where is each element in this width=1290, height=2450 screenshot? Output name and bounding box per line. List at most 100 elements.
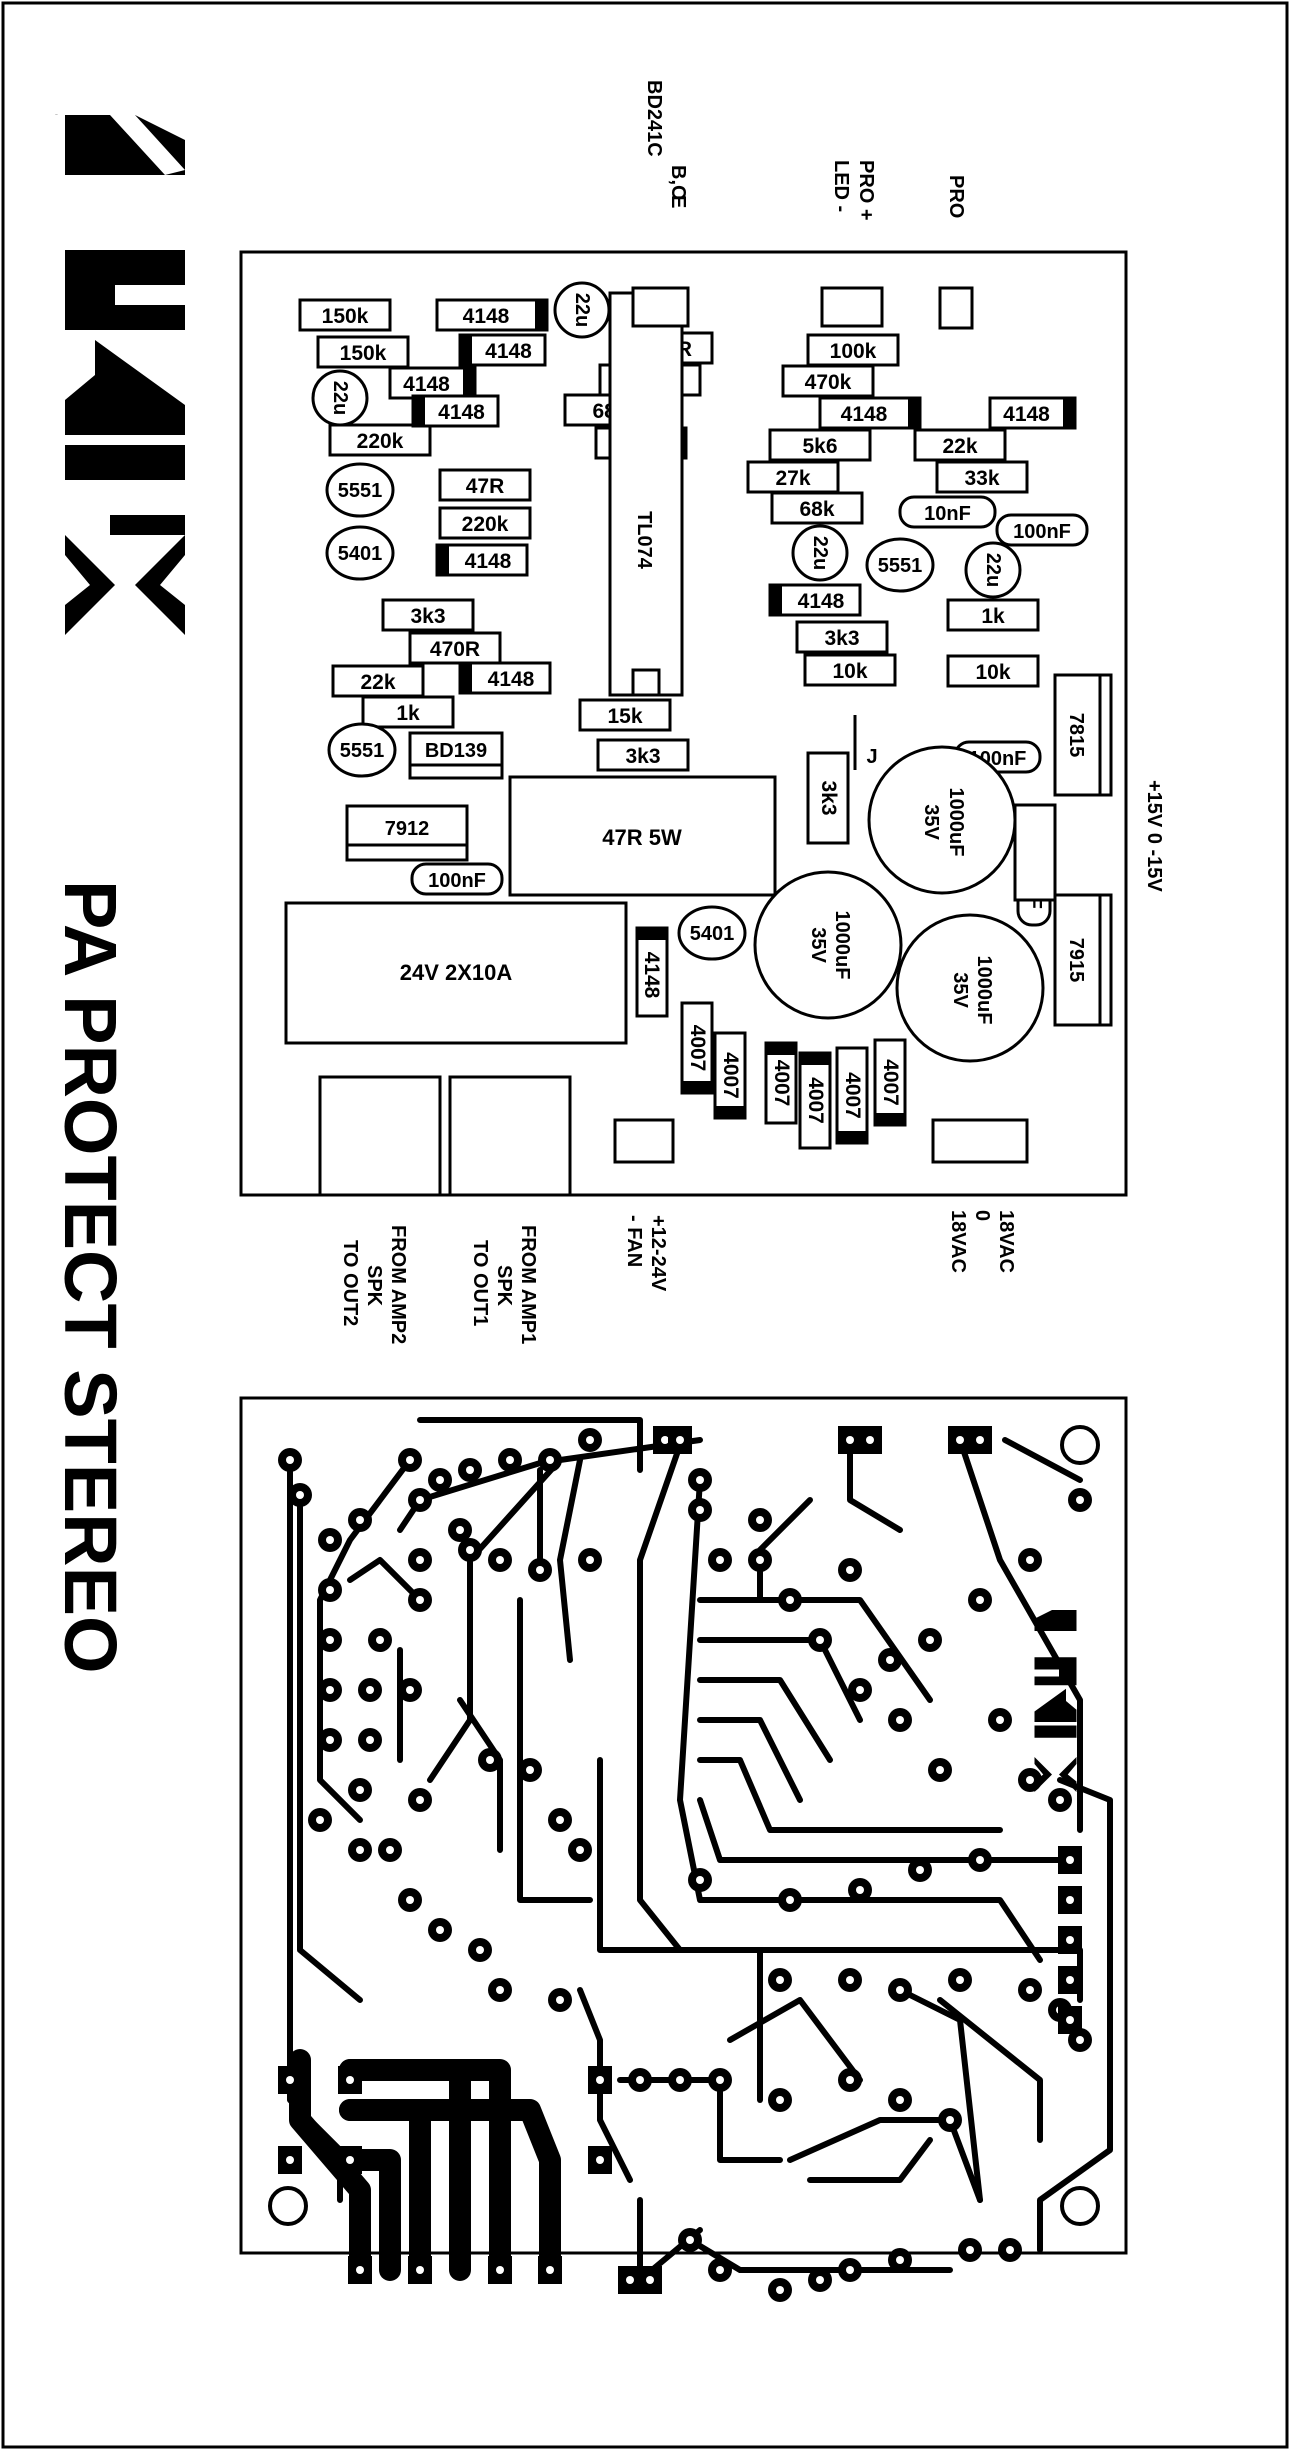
electrolytic-small xyxy=(311,369,369,427)
film-cap xyxy=(898,495,997,529)
resistor-value: 1k xyxy=(981,605,1005,628)
diode-body xyxy=(635,926,669,1018)
cap-value: 100nF xyxy=(1013,521,1071,543)
label-0v: 0 xyxy=(971,1210,993,1221)
diode-body xyxy=(435,298,549,332)
resistor-value: 220k xyxy=(462,513,509,536)
diode-value: 4007 xyxy=(719,1052,742,1099)
reg-7912 xyxy=(345,804,469,862)
mount-hole-tr xyxy=(1060,1425,1100,1465)
resistor-body xyxy=(770,491,864,525)
terminal-out2 xyxy=(318,1075,442,1197)
mount-hole-bl xyxy=(268,2186,308,2226)
resistor-value: 470R xyxy=(430,638,480,661)
mount-hole-br xyxy=(1060,2186,1100,2226)
resistor-value: 100k xyxy=(830,340,877,363)
tl074-label: TL074 xyxy=(633,511,655,570)
diode-value: 4148 xyxy=(403,373,450,396)
tl074-body xyxy=(608,291,684,697)
transistor-value: 5551 xyxy=(878,555,923,577)
reg-7912-label: 7912 xyxy=(385,818,430,840)
diode-body xyxy=(768,583,862,617)
diode-value: 4007 xyxy=(686,1025,709,1072)
resistor-value: 3k3 xyxy=(824,627,859,650)
resistor-group: 150k150k220k47R220k3k3470R22k1k150R1k568… xyxy=(298,298,1040,845)
diode-body xyxy=(458,333,547,367)
resistor-body xyxy=(438,506,532,540)
label-from-amp1: FROM AMP1 xyxy=(517,1225,539,1344)
transistor-value: 5551 xyxy=(338,480,383,502)
diode-value: 4007 xyxy=(879,1059,902,1106)
resistor-value: 470k xyxy=(805,371,852,394)
transistor-value: BD139 xyxy=(425,740,487,762)
resistor-value: 27k xyxy=(775,467,810,490)
resistor-body xyxy=(806,333,900,367)
copper-pads xyxy=(278,1426,1092,2302)
diode-body xyxy=(988,396,1077,430)
bulk-cap-1-voltage: 35V xyxy=(920,804,942,840)
bulk-cap-3-value: 1000uF xyxy=(973,956,995,1025)
electrolytic-group: 1000uF 35V 1000uF 35V 1000uF 35V xyxy=(753,745,1045,1063)
resistor-value: 220k xyxy=(357,430,404,453)
cap-value: 22u xyxy=(571,293,593,327)
diode-body xyxy=(435,543,529,577)
label-led-minus: LED - xyxy=(830,160,852,212)
logo-text: APEX xyxy=(55,113,58,116)
reg-7915-label: 7915 xyxy=(1065,938,1087,983)
power-resistor-label: 47R 5W xyxy=(602,825,682,850)
transistor-value: 5551 xyxy=(340,740,385,762)
diode-value: 4148 xyxy=(463,305,510,328)
external-labels: BD241C E B,C PRO + LED - PRO +15V 0 -15V… xyxy=(339,80,1165,1344)
resistor-value: 22k xyxy=(360,671,395,694)
terminal-out1 xyxy=(448,1075,572,1197)
diode-value: 4148 xyxy=(465,550,512,573)
resistor-value: 3k3 xyxy=(410,605,445,628)
resistor-body xyxy=(806,751,850,845)
diode-value: 4148 xyxy=(640,952,663,999)
apex-logo: APEX xyxy=(55,113,185,635)
cap-value: 10nF xyxy=(924,503,971,525)
diode-value: 4148 xyxy=(485,340,532,363)
label-spk2: SPK xyxy=(363,1265,385,1307)
resistor-body xyxy=(913,428,1007,462)
transistor-body xyxy=(677,905,747,961)
copper-apex-logo xyxy=(1034,1610,1077,1792)
resistor-body xyxy=(596,738,690,772)
ic-group: TL074 7912 7815 7915 47R 5W 24V 2X10A J xyxy=(284,286,1113,1197)
diode-body xyxy=(873,1038,907,1127)
resistor-value: 5k6 xyxy=(802,435,837,458)
resistor-value: 3k3 xyxy=(625,745,660,768)
electrolytic-small xyxy=(964,541,1022,599)
diode-body xyxy=(764,1041,798,1125)
resistor-body xyxy=(438,468,532,502)
diode-value: 4148 xyxy=(841,403,888,426)
bulk-cap-2-voltage: 35V xyxy=(807,927,829,963)
terminal-ac xyxy=(931,1118,1029,1164)
resistor-body xyxy=(328,423,432,457)
diode-body xyxy=(680,1001,714,1095)
diode-body xyxy=(411,394,500,428)
reg-7815-label: 7815 xyxy=(1065,713,1087,758)
resistor-body xyxy=(381,598,475,632)
resistor-value: 150k xyxy=(340,342,387,365)
resistor-body xyxy=(408,631,502,665)
label-bd241c: BD241C xyxy=(643,80,665,157)
transistor-value: 5401 xyxy=(690,923,735,945)
cap-value: 22u xyxy=(982,553,1004,587)
power-resistor xyxy=(508,775,777,897)
relay xyxy=(284,901,628,1045)
film-cap xyxy=(995,513,1089,547)
terminal-bd241c xyxy=(631,286,690,328)
copper-traces xyxy=(287,1417,1113,2283)
resistor-body xyxy=(781,364,875,398)
bulk-cap-1 xyxy=(867,745,1017,895)
diode-value: 4148 xyxy=(488,668,535,691)
jumper-label: J xyxy=(866,746,877,768)
resistor-value: 3k3 xyxy=(817,780,840,815)
resistor-body xyxy=(578,698,672,732)
resistor-value: 10k xyxy=(975,661,1010,684)
label-bc: B,C xyxy=(667,165,689,199)
mounting-holes xyxy=(268,1425,1100,2226)
resistor-body xyxy=(935,460,1029,494)
